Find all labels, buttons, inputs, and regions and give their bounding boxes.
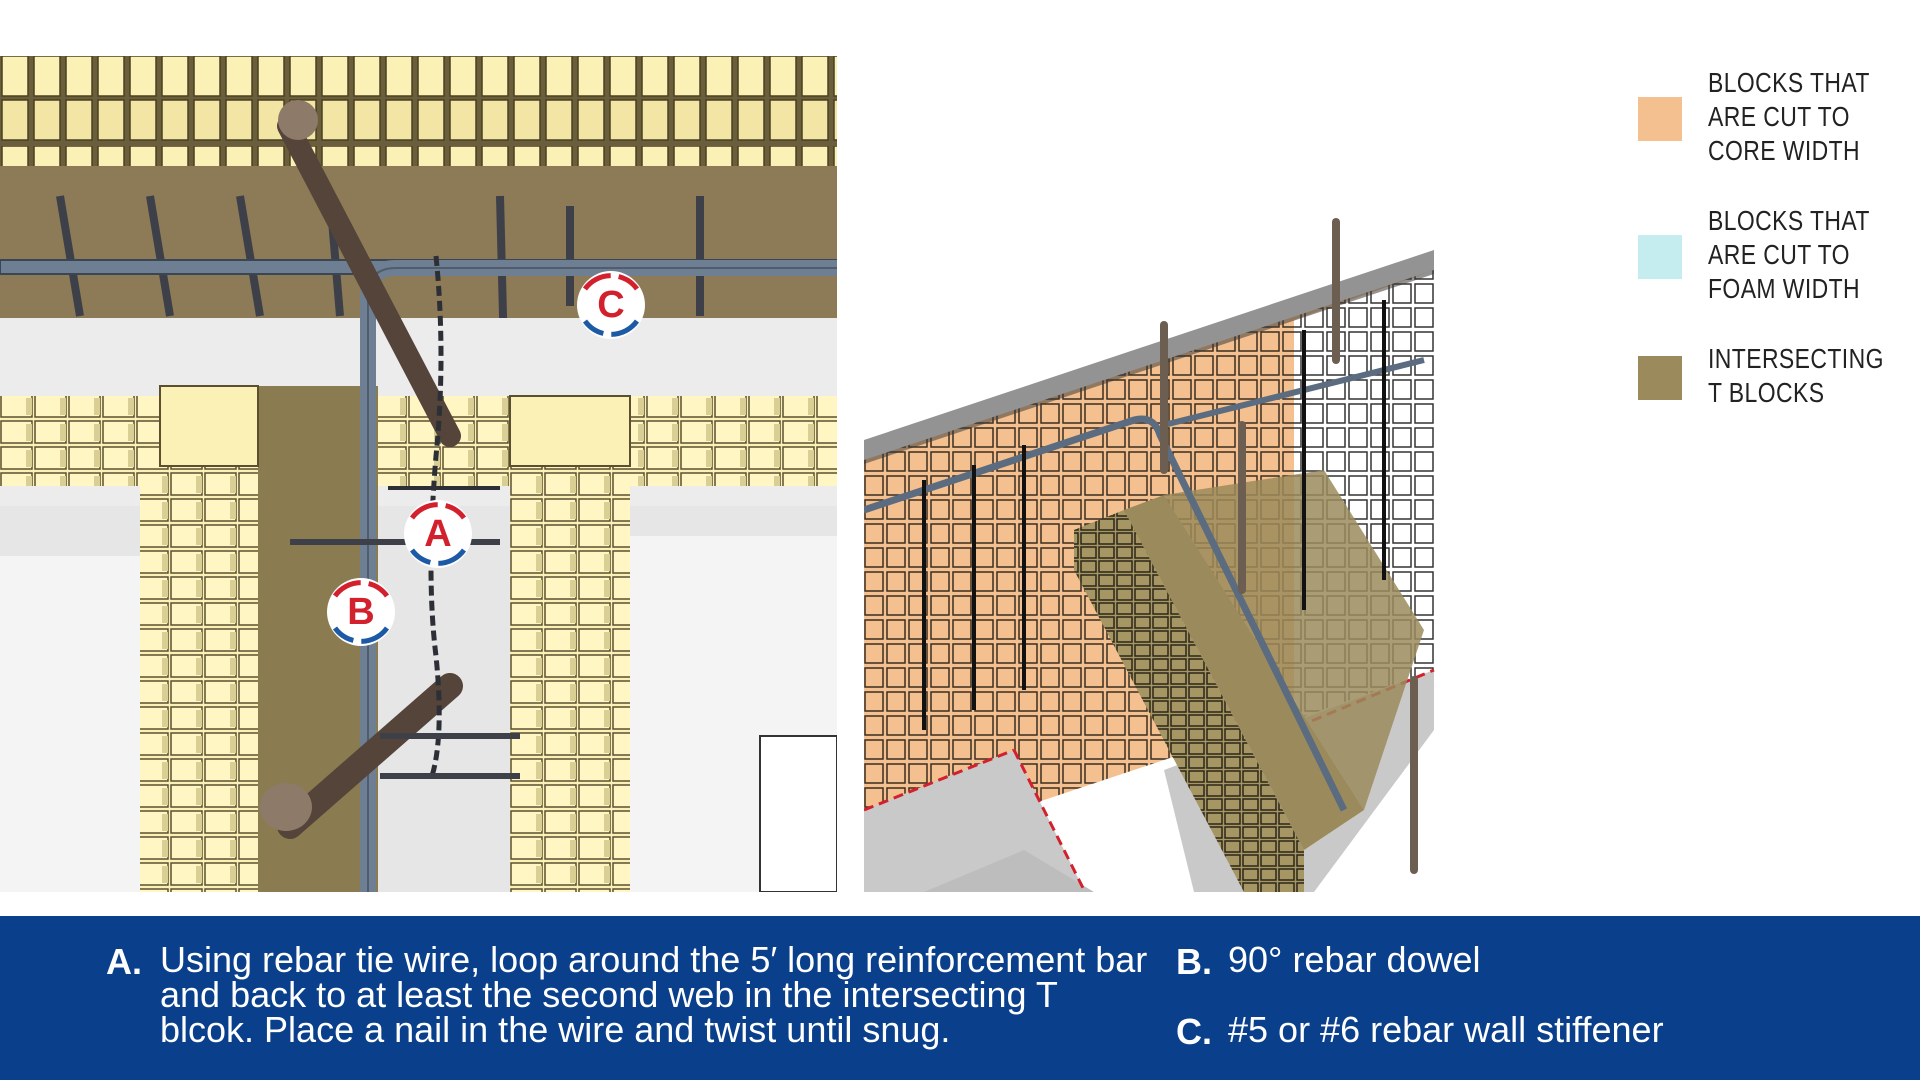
legend-label-core: BLOCKS THAT ARE CUT TO CORE WIDTH — [1708, 67, 1870, 166]
legend-item-foam-width: BLOCKS THAT ARE CUT TO FOAM WIDTH — [1638, 204, 1905, 306]
callout-c-label: C — [597, 284, 625, 326]
legend-swatch-core — [1638, 97, 1682, 141]
callout-b-label: B — [347, 591, 375, 633]
legend-label-foam: BLOCKS THAT ARE CUT TO FOAM WIDTH — [1708, 205, 1870, 304]
note-c-text: #5 or #6 rebar wall stiffener — [1228, 1009, 1664, 1050]
callout-b: B — [321, 572, 401, 652]
callout-a: A — [398, 494, 478, 574]
legend-label-t-blocks: INTERSECTING T BLOCKS — [1708, 343, 1884, 408]
notes-footer: A. Using rebar tie wire, loop around the… — [0, 916, 1920, 1080]
note-a-text: Using rebar tie wire, loop around the 5′… — [160, 939, 1148, 1050]
note-b-letter: B. — [1176, 941, 1212, 982]
callout-c: C — [571, 265, 651, 345]
legend-swatch-t-blocks — [1638, 356, 1682, 400]
legend-item-core-width: BLOCKS THAT ARE CUT TO CORE WIDTH — [1638, 66, 1905, 168]
intersection-detail-illustration — [0, 56, 837, 892]
callout-a-label: A — [424, 513, 452, 555]
note-b-text: 90° rebar dowel — [1228, 939, 1481, 980]
wall-isometric-illustration — [864, 210, 1592, 892]
legend-swatch-foam — [1638, 235, 1682, 279]
legend-item-t-blocks: INTERSECTING T BLOCKS — [1638, 342, 1920, 410]
note-c-letter: C. — [1176, 1011, 1212, 1052]
note-a-letter: A. — [106, 941, 142, 982]
